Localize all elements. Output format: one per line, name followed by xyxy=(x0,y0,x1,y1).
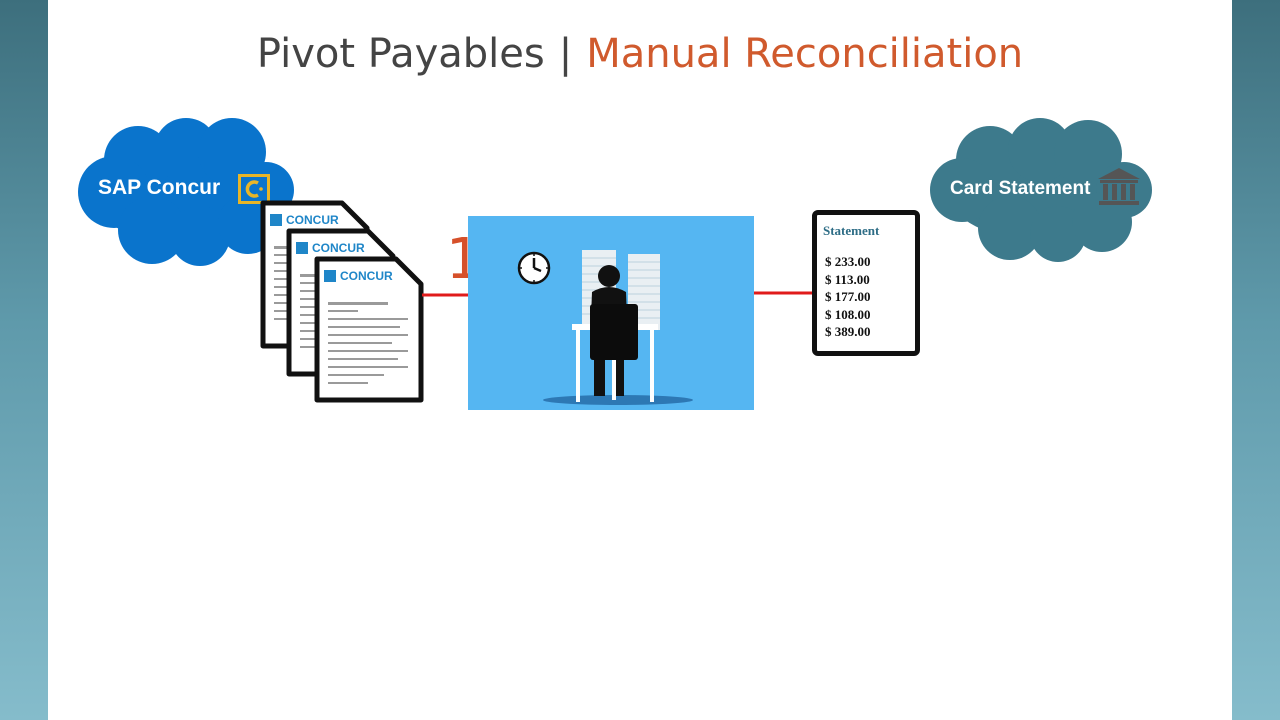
statement-amount: $ 113.00 xyxy=(825,271,870,287)
concur-doc-brand: CONCUR xyxy=(312,241,365,255)
concur-doc-brand: CONCUR xyxy=(340,269,393,283)
concur-documents-stack: CONCUR CONCUR CONCUR xyxy=(260,200,424,403)
concur-document-front: CONCUR xyxy=(314,256,424,403)
statement-amount: $ 177.00 xyxy=(825,289,871,304)
manual-work-scene xyxy=(468,216,754,410)
sap-concur-label: SAP Concur xyxy=(98,176,221,199)
bank-icon xyxy=(1098,168,1140,205)
statement-amount: $ 389.00 xyxy=(825,324,871,339)
statement-amount: $ 233.00 xyxy=(825,254,871,269)
statement-title: Statement xyxy=(823,223,880,238)
statement-amount-list: $ 233.00 $ 113.00 $ 177.00 $ 108.00 $ 38… xyxy=(825,253,871,341)
cloud-shape-icon xyxy=(930,118,1152,262)
statement-amount: $ 108.00 xyxy=(825,306,871,322)
concur-doc-brand: CONCUR xyxy=(286,213,339,227)
card-statement-label: Card Statement xyxy=(950,178,1091,199)
slide-title: Pivot Payables | Manual Reconciliation xyxy=(0,28,1280,80)
card-statement-cloud: Card Statement xyxy=(928,114,1154,266)
title-main: Pivot Payables xyxy=(256,31,545,77)
concur-c-logo-icon xyxy=(238,174,270,204)
clock-icon xyxy=(517,251,551,285)
title-accent: Manual Reconciliation xyxy=(586,31,1024,77)
statement-card: Statement $ 233.00 $ 113.00 $ 177.00 $ 1… xyxy=(812,210,920,356)
title-separator: | xyxy=(558,31,573,77)
person-at-desk-icon xyxy=(543,250,693,405)
